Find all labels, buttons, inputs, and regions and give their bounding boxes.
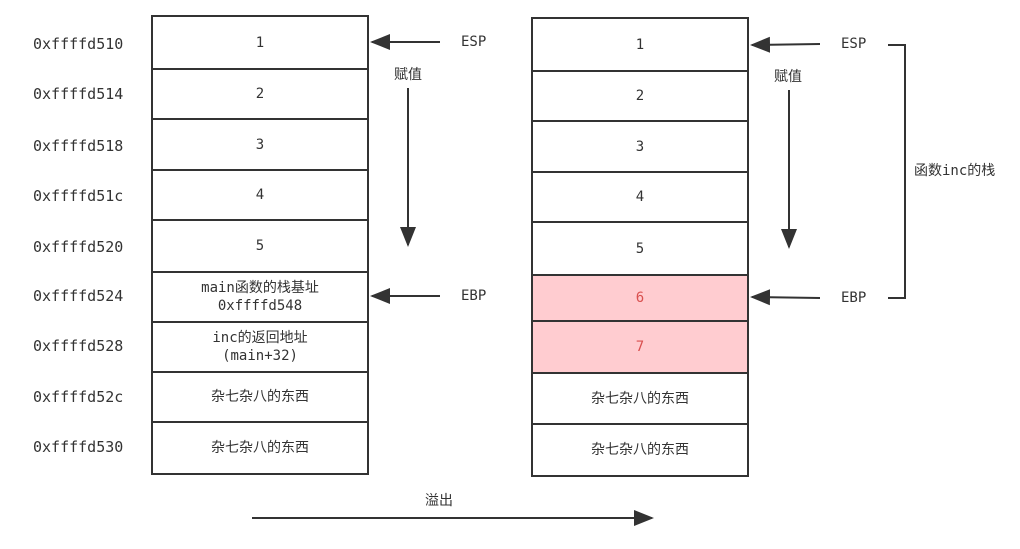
ebp-label-right: EBP [841,290,867,306]
slot-text: 1 [255,34,265,51]
esp-label-left: ESP [461,34,487,50]
assign-label-left: 赋值 [394,67,422,83]
slot-text: 2 [635,88,645,104]
slot-text: 5 [635,240,645,257]
inc-stack-label: 函数inc的栈 [914,163,996,179]
assign-label-right: 赋值 [774,69,802,85]
address-label: 0xffffd520 [33,238,124,256]
address-label: 0xffffd530 [33,438,124,456]
stack-slot: 1 [151,15,369,70]
stack-slot: 3 [531,120,749,173]
slot-text: inc的返回地址 [212,330,308,346]
address-label: 0xffffd52c [33,388,124,406]
ebp-arrow-right [750,289,821,306]
stack-slot: 2 [531,70,749,122]
slot-text: 4 [255,187,265,203]
stack-slot: 杂七杂八的东西 [151,421,369,475]
address-label: 0xffffd51c [33,187,124,205]
slot-text: 杂七杂八的东西 [591,390,689,407]
address-label: 0xffffd528 [33,337,124,355]
stack-slot: inc的返回地址 (main+32) [151,321,369,373]
slot-text: 3 [255,136,265,153]
stack-slot: 杂七杂八的东西 [531,423,749,477]
slot-text: 4 [635,189,645,205]
slot-text: 5 [255,238,265,254]
slot-text: 3 [635,138,645,155]
stack-slot: 杂七杂八的东西 [531,372,749,425]
slot-text: 杂七杂八的东西 [211,389,309,405]
slot-text: main函数的栈基址 [201,280,319,296]
overflow-label: 溢出 [425,493,453,509]
stack-slot: 1 [531,17,749,72]
slot-text: 6 [635,290,645,306]
inc-stack-bracket [888,44,906,299]
address-label: 0xffffd524 [33,287,124,305]
slot-text: 杂七杂八的东西 [591,442,689,458]
esp-label-right: ESP [841,36,867,52]
stack-slot: 3 [151,118,369,171]
slot-text: 7 [635,339,645,355]
ebp-label-left: EBP [461,288,487,304]
address-label: 0xffffd514 [33,85,124,103]
stack-slot: main函数的栈基址 0xffffd548 [151,271,369,323]
slot-text: 2 [255,86,265,102]
slot-text: 1 [635,36,645,53]
stack-slot: 4 [151,169,369,221]
address-label: 0xffffd518 [33,137,124,155]
address-label: 0xffffd510 [33,35,124,53]
slot-text: 0xffffd548 [217,298,303,314]
slot-text: (main+32) [222,348,298,364]
esp-arrow-right [750,36,821,53]
slot-text: 杂七杂八的东西 [211,440,309,456]
